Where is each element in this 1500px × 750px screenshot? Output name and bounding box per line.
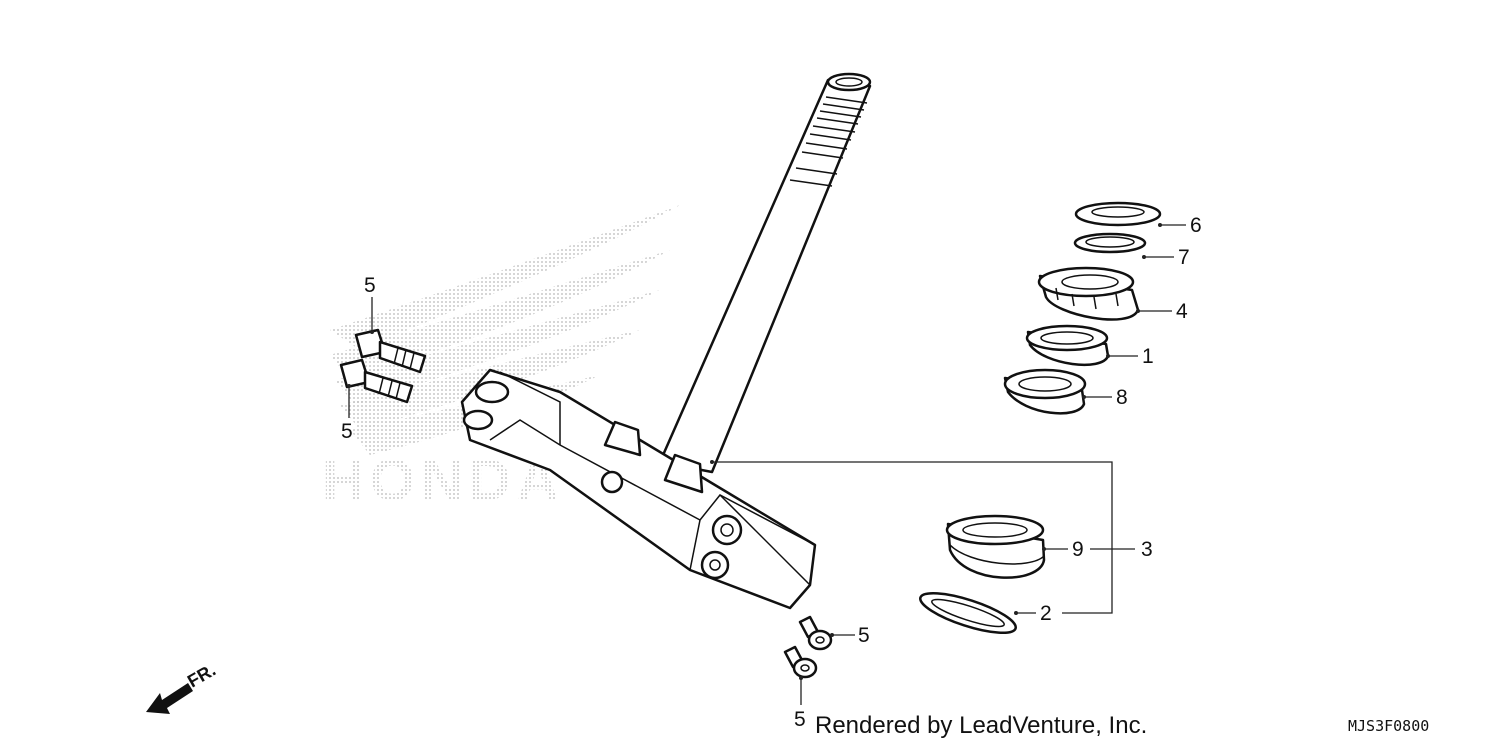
callout-5-bottom: 5	[794, 708, 806, 731]
adjusting-nut	[1037, 266, 1140, 321]
dust-seal	[919, 591, 1017, 635]
lock-washer	[1073, 232, 1147, 254]
small-bolt-right	[798, 615, 833, 651]
render-credit: Rendered by LeadVenture, Inc.	[815, 712, 1147, 739]
callout-6: 6	[1190, 214, 1202, 237]
diagram-code: MJS3F0800	[1348, 717, 1429, 735]
callout-2: 2	[1040, 602, 1052, 625]
callout-5-top-left: 5	[364, 274, 376, 297]
pinch-bolt-lower	[339, 358, 414, 404]
callout-7: 7	[1178, 246, 1190, 269]
upper-race	[1003, 368, 1087, 415]
upper-bearing	[1025, 324, 1110, 367]
callout-4: 4	[1176, 300, 1188, 323]
steering-stem	[460, 72, 872, 610]
callout-9: 9	[1072, 538, 1084, 561]
front-direction-arrow: FR.	[146, 660, 219, 714]
small-bolt-left	[783, 645, 818, 679]
callout-3: 3	[1141, 538, 1153, 561]
leader-lines	[347, 223, 1186, 705]
lower-bearing	[945, 514, 1046, 579]
lock-nut	[1074, 201, 1162, 227]
callout-1: 1	[1142, 345, 1154, 368]
callout-5-mid-left: 5	[341, 420, 353, 443]
callout-5-bottom-right: 5	[858, 624, 870, 647]
callout-8: 8	[1116, 386, 1128, 409]
